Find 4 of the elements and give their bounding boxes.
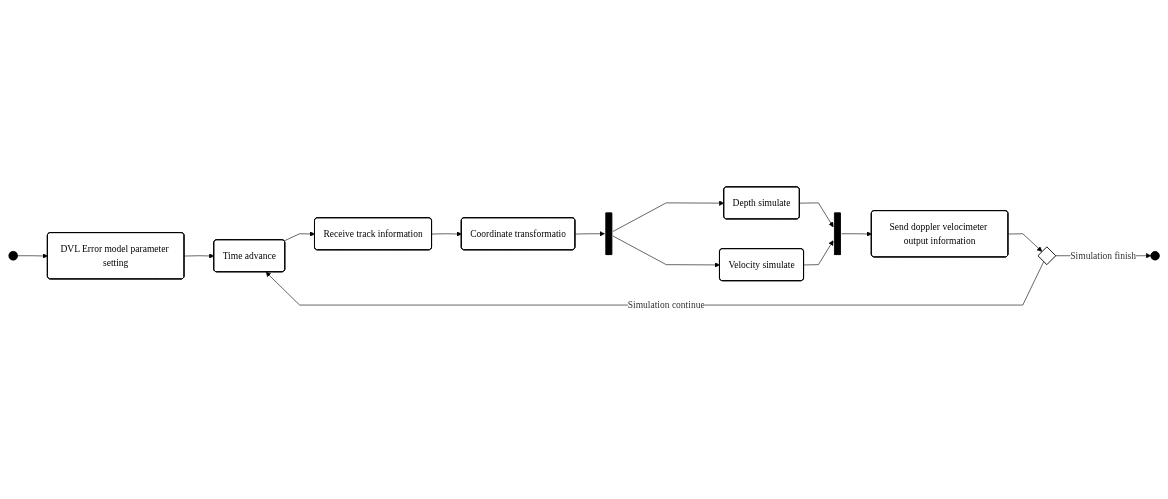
node-circle: [8, 251, 18, 261]
edge-label: Simulation continue: [627, 299, 705, 310]
node-diamond: [1037, 246, 1057, 266]
edge-label: Simulation finish: [1070, 250, 1137, 261]
